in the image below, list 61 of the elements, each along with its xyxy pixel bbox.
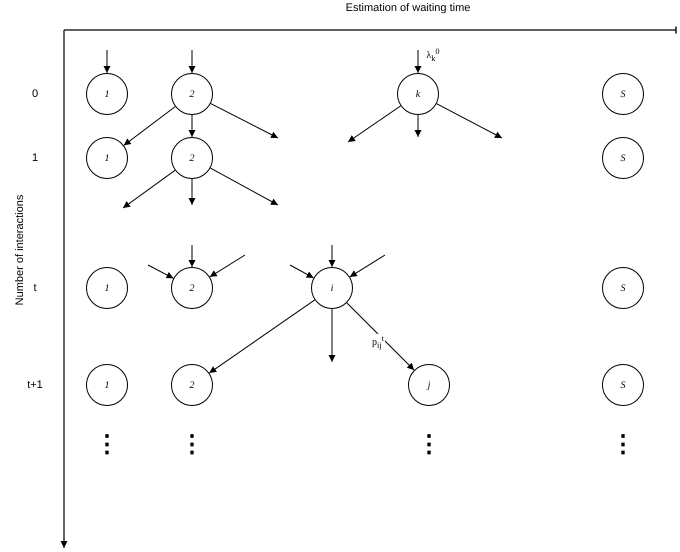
row-label: t+1 [27,379,43,391]
state-circle [86,364,128,406]
arrow [148,264,174,279]
arrow [328,244,336,268]
state-label: 2 [190,152,194,164]
row-label: t [33,282,37,294]
arrow [104,50,110,74]
ellipsis-mark: ⋮ [95,433,119,457]
ellipsis-mark: ⋮ [611,433,635,457]
state-label: S [620,88,626,100]
state-label: 1 [104,282,110,294]
state-label: 1 [104,152,110,164]
state-circle [86,267,128,309]
state-circle [397,73,439,115]
axis-title: Estimation of waiting time [346,2,470,14]
state-circle [602,137,644,179]
state-circle [171,137,213,179]
arrow [188,178,196,206]
state-label: i [330,282,334,294]
arrow [210,168,278,206]
arrow [209,254,246,278]
state-label: 2 [190,380,194,390]
state-label: S [620,380,626,390]
state-circle [86,137,128,179]
state-label: k [416,88,420,100]
arrow [123,106,176,146]
state-circle [171,364,213,406]
state-circle [602,364,644,406]
arrow [290,264,314,278]
state-label: j [428,380,430,390]
state-label: S [620,282,626,294]
arrow [122,170,176,208]
row-label: 0 [32,88,38,100]
arrow [188,114,196,138]
arrow [414,50,422,74]
ellipsis-mark: ⋮ [417,433,441,457]
state-label: 1 [104,380,110,390]
state-circle [171,267,213,309]
arrow [188,244,196,268]
row-label: 1 [32,152,38,164]
arrow [349,254,386,278]
arrow [414,114,422,138]
state-label: 2 [190,88,194,100]
state-circle [602,73,644,115]
state-circle [408,364,450,406]
ellipsis-mark: ⋮ [180,433,204,457]
arrow [346,302,415,371]
state-label: S [620,152,626,164]
state-circle [602,267,644,309]
arrow [348,105,402,142]
arrow [328,308,336,362]
state-circle [171,73,213,115]
state-circle [311,267,353,309]
arrow [208,299,316,374]
arrow [436,103,502,138]
state-label: 2 [190,282,194,294]
state-circle [86,73,128,115]
axis-title: Number of interactions [14,194,26,306]
state-label: 1 [104,88,110,100]
arrow [188,50,196,74]
arrow [210,103,278,138]
